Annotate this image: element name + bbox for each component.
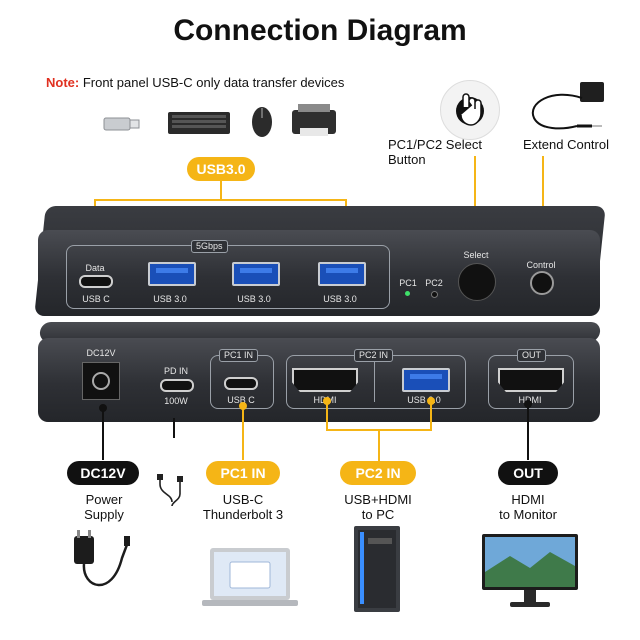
pc2-led-icon (431, 291, 438, 298)
pc2-led-label: PC2 (425, 278, 443, 288)
dc12v-desc-line1: Power (85, 492, 123, 507)
select-button[interactable] (458, 263, 496, 301)
usb30-port-3 (318, 262, 366, 286)
finger-press-icon (456, 93, 484, 126)
out-tab: OUT (517, 349, 546, 362)
pc2-hdmi-port (292, 368, 358, 392)
usb30-port-1 (148, 262, 196, 286)
printer-icon (292, 104, 336, 136)
extend-control-label: Extend Control (523, 137, 609, 152)
out-desc: HDMI to Monitor (478, 492, 578, 522)
pd-usbc-port (160, 379, 194, 392)
peripheral-devices (103, 104, 336, 137)
pc1-tab: PC1 IN (219, 349, 259, 362)
out-hdmi-port (498, 368, 564, 392)
pc2-desc: USB+HDMI to PC (328, 492, 428, 522)
front-usbc-label: USB C (82, 294, 110, 304)
pc2-usb-label: USB 3.0 (407, 395, 441, 405)
out-desc-line2: to Monitor (499, 507, 557, 522)
dc12v-desc-line2: Supply (84, 507, 124, 522)
front-panel: 5Gbps Data USB C USB 3.0 USB 3.0 USB 3.0… (38, 230, 600, 316)
pc2-tab: PC2 IN (354, 349, 394, 362)
control-jack (530, 271, 554, 295)
pc1-led-label: PC1 (399, 278, 417, 288)
select-label: Select (463, 250, 489, 260)
select-button-label: PC1/PC2 Select Button (388, 137, 482, 167)
mouse-icon (252, 107, 272, 137)
dc12v-desc: Power Supply (54, 492, 154, 522)
pc1-led-icon (405, 291, 410, 296)
front-usbc-port (79, 275, 113, 288)
pd-watt-label: 100W (164, 396, 188, 406)
page-title: Connection Diagram (173, 14, 467, 47)
dc-port (82, 362, 120, 400)
monitor-icon (482, 534, 578, 607)
pc1-desc-line1: USB-C (222, 492, 264, 507)
power-adapter-icon (74, 530, 130, 587)
pc1-usbc-port (224, 377, 258, 390)
pc2-usb-port (402, 368, 450, 392)
note-text: Note: Front panel USB-C only data transf… (46, 75, 344, 90)
pc1-desc: USB-C Thunderbolt 3 (188, 492, 298, 522)
note-prefix: Note: (46, 75, 80, 90)
control-label: Control (526, 260, 556, 270)
usb-port-group (66, 245, 390, 309)
dc12v-badge: DC12V (67, 461, 139, 485)
speed-tab: 5Gbps (191, 240, 228, 253)
out-badge: OUT (498, 461, 558, 485)
rear-panel: DC12V PD IN 100W PC1 IN USB C PC2 IN HDM… (38, 338, 600, 422)
note-body: Front panel USB-C only data transfer dev… (79, 75, 345, 90)
pc2-desc-line2: to PC (361, 507, 395, 522)
usbc-cable-icon (157, 474, 183, 507)
pc1-port-label: USB C (227, 395, 255, 405)
desktop-pc-icon (354, 526, 400, 612)
extend-control-cable-icon (531, 82, 604, 130)
pc2-in-badge: PC2 IN (340, 461, 416, 485)
pd-label: PD IN (163, 366, 188, 376)
pc1-desc-line2: Thunderbolt 3 (202, 507, 284, 522)
dc-label: DC12V (86, 348, 116, 358)
usb30-label-1: USB 3.0 (153, 294, 187, 304)
data-label: Data (85, 263, 105, 273)
out-desc-line1: HDMI (511, 492, 545, 507)
usb-drive-icon (103, 117, 140, 131)
laptop-icon (202, 548, 298, 606)
keyboard-icon (168, 112, 230, 134)
usb30-label-2: USB 3.0 (237, 294, 271, 304)
usb30-label-3: USB 3.0 (323, 294, 357, 304)
select-button-illustration (440, 80, 500, 140)
pc2-desc-line1: USB+HDMI (344, 492, 412, 507)
usb30-badge: USB3.0 (187, 157, 255, 181)
usb30-port-2 (232, 262, 280, 286)
pc1-in-badge: PC1 IN (206, 461, 280, 485)
